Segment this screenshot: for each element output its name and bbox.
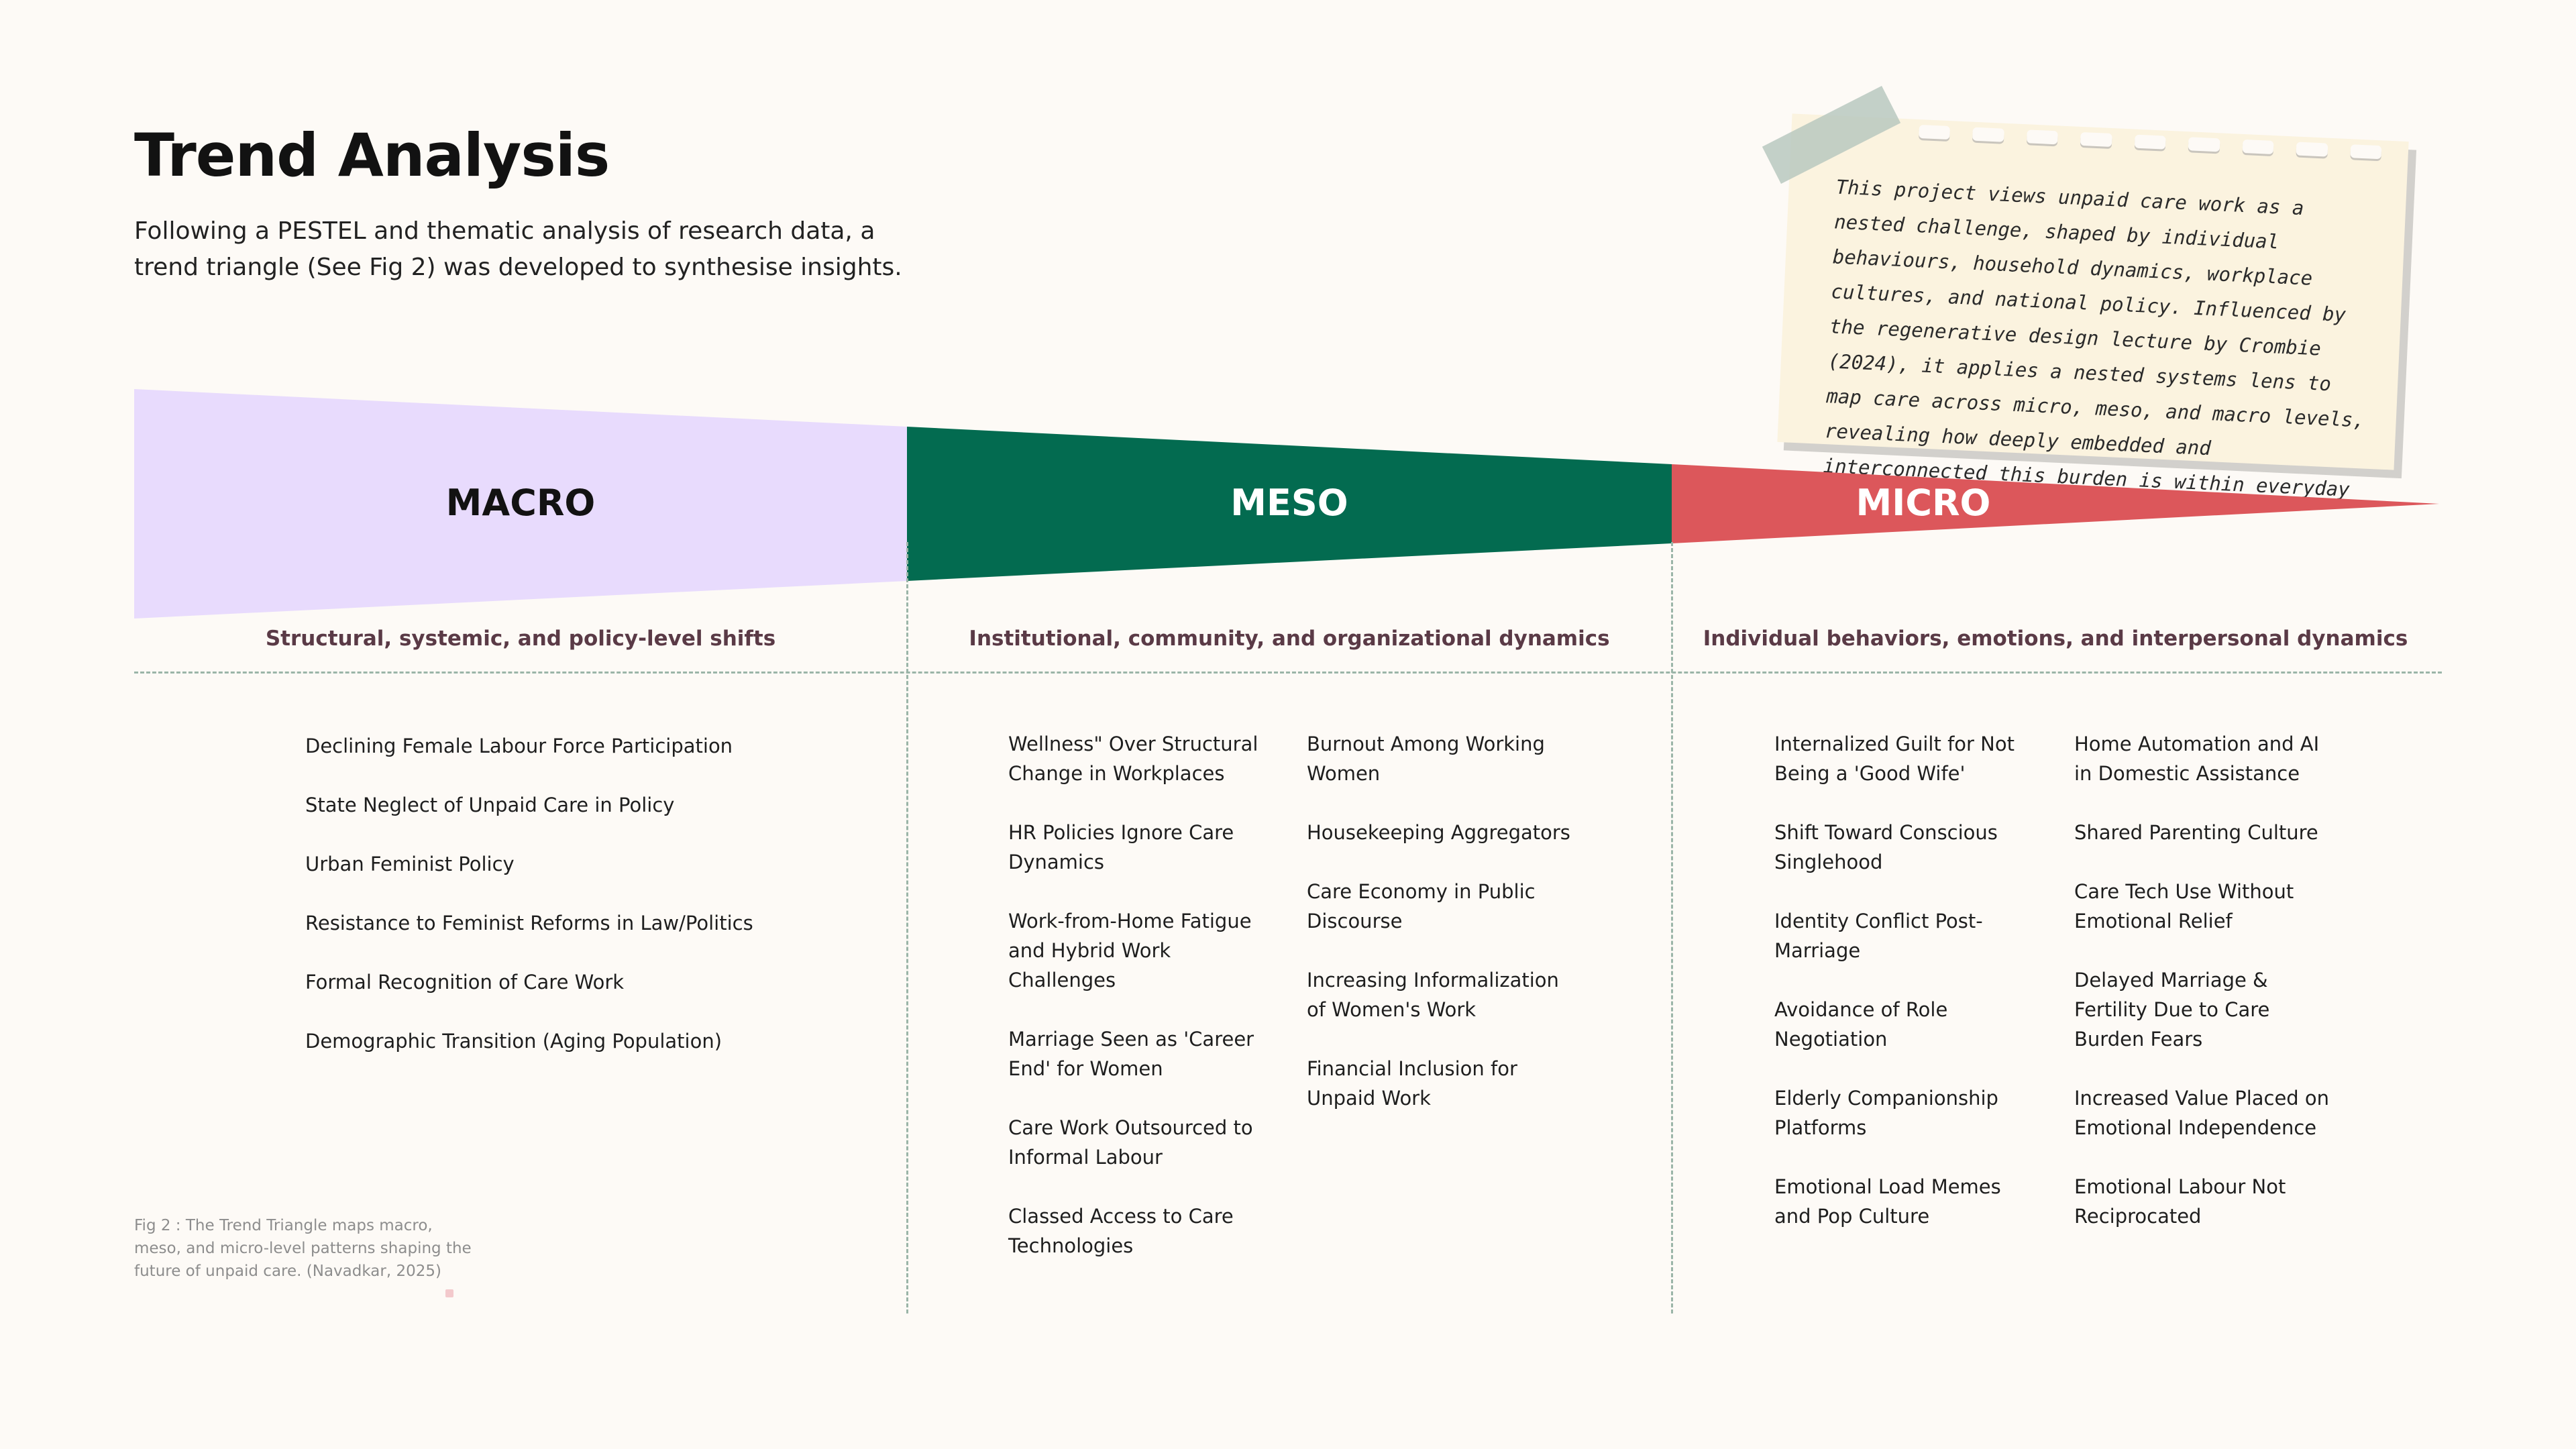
list-item: Emotional Labour Not Reciprocated — [2074, 1172, 2343, 1231]
list-item: HR Policies Ignore Care Dynamics — [1008, 818, 1277, 877]
list-item: Delayed Marriage & Fertility Due to Care… — [2074, 965, 2343, 1054]
list-item: Home Automation and AI in Domestic Assis… — [2074, 729, 2343, 788]
list-item: Emotional Load Memes and Pop Culture — [1774, 1172, 2043, 1231]
list-item: State Neglect of Unpaid Care in Policy — [305, 790, 775, 820]
list-item: Avoidance of Role Negotiation — [1774, 995, 2043, 1054]
list-item: Care Tech Use Without Emotional Relief — [2074, 877, 2343, 936]
list-item: Work-from-Home Fatigue and Hybrid Work C… — [1008, 906, 1277, 995]
list-item: Elderly Companionship Platforms — [1774, 1083, 2043, 1142]
meso-description: Institutional, community, and organizati… — [907, 627, 1672, 651]
list-item: Internalized Guilt for Not Being a 'Good… — [1774, 729, 2043, 788]
meso-label: MESO — [907, 482, 1672, 524]
figure-caption: Fig 2 : The Trend Triangle maps macro, m… — [134, 1214, 483, 1283]
decorative-dot — [445, 1289, 453, 1297]
micro-description: Individual behaviors, emotions, and inte… — [1672, 627, 2439, 651]
horizontal-divider — [134, 672, 2442, 674]
list-item: Burnout Among Working Women — [1307, 729, 1575, 788]
divider-macro-meso — [906, 542, 908, 1313]
micro-trend-list-left: Internalized Guilt for Not Being a 'Good… — [1774, 729, 2043, 1260]
divider-meso-micro — [1671, 542, 1673, 1313]
micro-label: MICRO — [1672, 482, 2175, 524]
meso-trend-list-left: Wellness" Over Structural Change in Work… — [1008, 729, 1277, 1290]
macro-label: MACRO — [134, 482, 907, 524]
list-item: Declining Female Labour Force Participat… — [305, 731, 775, 761]
macro-trend-list: Declining Female Labour Force Participat… — [305, 731, 775, 1085]
list-item: Financial Inclusion for Unpaid Work — [1307, 1054, 1575, 1113]
list-item: Increased Value Placed on Emotional Inde… — [2074, 1083, 2343, 1142]
list-item: Demographic Transition (Aging Population… — [305, 1026, 775, 1056]
macro-description: Structural, systemic, and policy-level s… — [134, 627, 907, 651]
list-item: Increasing Informalization of Women's Wo… — [1307, 965, 1575, 1024]
list-item: Urban Feminist Policy — [305, 849, 775, 879]
list-item: Resistance to Feminist Reforms in Law/Po… — [305, 908, 775, 938]
list-item: Formal Recognition of Care Work — [305, 967, 775, 997]
list-item: Classed Access to Care Technologies — [1008, 1201, 1277, 1260]
micro-trend-list-right: Home Automation and AI in Domestic Assis… — [2074, 729, 2343, 1260]
list-item: Identity Conflict Post-Marriage — [1774, 906, 2043, 965]
list-item: Care Economy in Public Discourse — [1307, 877, 1575, 936]
list-item: Shared Parenting Culture — [2074, 818, 2343, 847]
meso-trend-list-right: Burnout Among Working Women Housekeeping… — [1307, 729, 1575, 1142]
list-item: Wellness" Over Structural Change in Work… — [1008, 729, 1277, 788]
list-item: Care Work Outsourced to Informal Labour — [1008, 1113, 1277, 1172]
list-item: Housekeeping Aggregators — [1307, 818, 1575, 847]
list-item: Marriage Seen as 'Career End' for Women — [1008, 1024, 1277, 1083]
list-item: Shift Toward Conscious Singlehood — [1774, 818, 2043, 877]
